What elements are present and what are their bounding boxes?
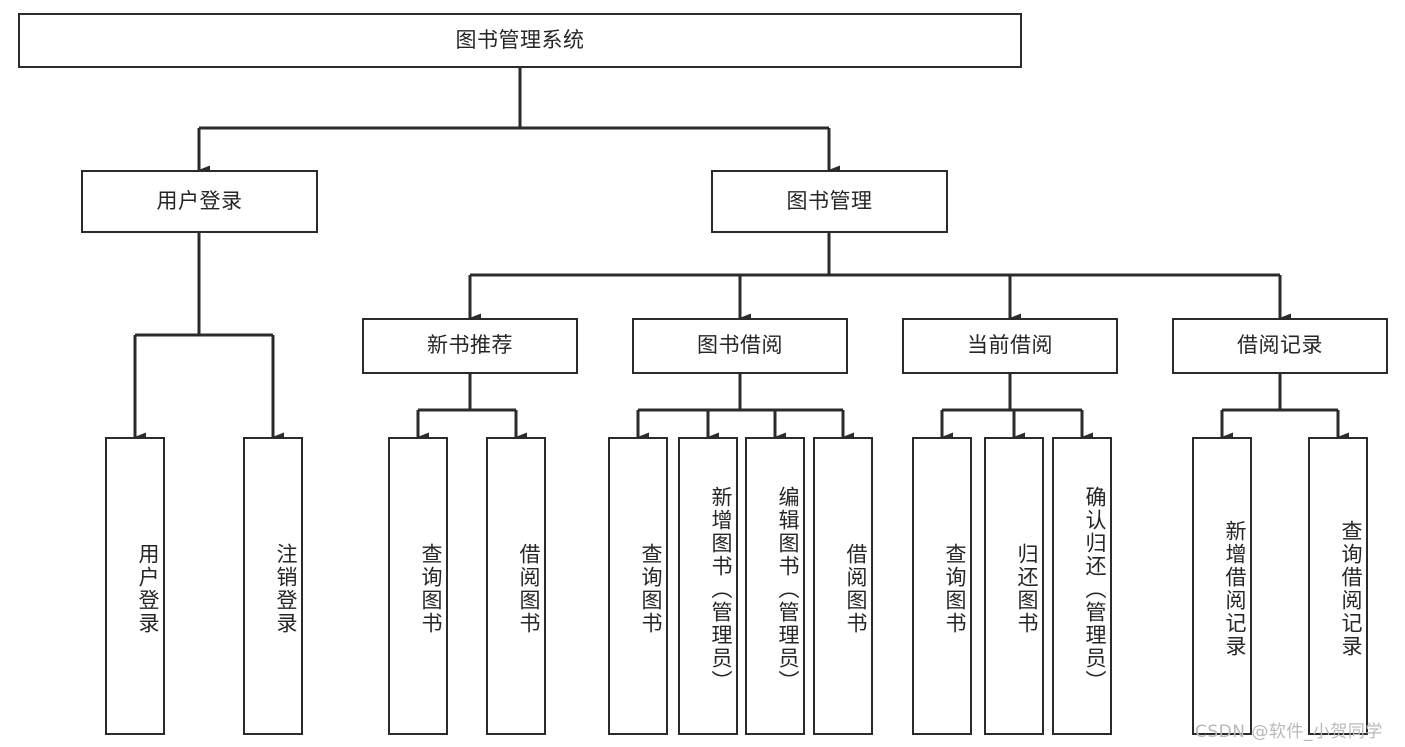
leaf-label: 借阅图书 [844, 543, 868, 635]
node-leaf-query-books-recommend[interactable]: 查询图书 [388, 437, 448, 735]
root-node-label: 图书管理系统 [455, 27, 585, 52]
node-book-borrow[interactable]: 图书借阅 [632, 318, 848, 374]
node-label: 借阅记录 [1237, 333, 1323, 358]
node-leaf-borrow-books-recommend[interactable]: 借阅图书 [486, 437, 546, 735]
node-label: 当前借阅 [967, 333, 1053, 358]
node-current-borrow[interactable]: 当前借阅 [902, 318, 1118, 374]
node-borrow-record[interactable]: 借阅记录 [1172, 318, 1388, 374]
node-leaf-user-logout[interactable]: 注销登录 [243, 437, 303, 735]
node-leaf-add-book-admin[interactable]: 新增图书（管理员） [678, 437, 738, 735]
node-leaf-add-borrow-record[interactable]: 新增借阅记录 [1192, 437, 1252, 735]
leaf-label: 编辑图书（管理员） [776, 485, 800, 693]
leaf-label: 新增图书（管理员） [709, 485, 733, 693]
node-label: 用户登录 [156, 188, 243, 213]
connector-group [133, 68, 1349, 442]
node-label: 图书借阅 [697, 333, 783, 358]
root-node-book-management-system[interactable]: 图书管理系统 [18, 13, 1022, 68]
node-leaf-confirm-return-admin[interactable]: 确认归还（管理员） [1052, 437, 1112, 735]
node-leaf-borrow-book[interactable]: 借阅图书 [813, 437, 873, 735]
node-book-management[interactable]: 图书管理 [711, 170, 948, 233]
node-leaf-edit-book-admin[interactable]: 编辑图书（管理员） [745, 437, 805, 735]
leaf-label: 注销登录 [274, 543, 298, 635]
leaf-label: 查询图书 [639, 543, 663, 635]
leaf-label: 新增借阅记录 [1223, 520, 1247, 658]
leaf-label: 确认归还（管理员） [1083, 485, 1107, 693]
node-label: 新书推荐 [427, 333, 513, 358]
leaf-label: 查询借阅记录 [1339, 520, 1363, 658]
node-leaf-query-borrow-record[interactable]: 查询借阅记录 [1308, 437, 1368, 735]
node-user-login[interactable]: 用户登录 [81, 170, 318, 233]
leaf-label: 归还图书 [1015, 543, 1039, 635]
leaf-label: 查询图书 [419, 543, 443, 635]
node-leaf-query-books-current[interactable]: 查询图书 [912, 437, 972, 735]
leaf-label: 借阅图书 [517, 543, 541, 635]
node-leaf-query-books-borrow[interactable]: 查询图书 [608, 437, 668, 735]
leaf-label: 查询图书 [943, 543, 967, 635]
node-leaf-user-login[interactable]: 用户登录 [105, 437, 165, 735]
node-new-book-recommend[interactable]: 新书推荐 [362, 318, 578, 374]
node-leaf-return-book[interactable]: 归还图书 [984, 437, 1044, 735]
node-label: 图书管理 [786, 188, 873, 213]
leaf-label: 用户登录 [136, 543, 160, 635]
